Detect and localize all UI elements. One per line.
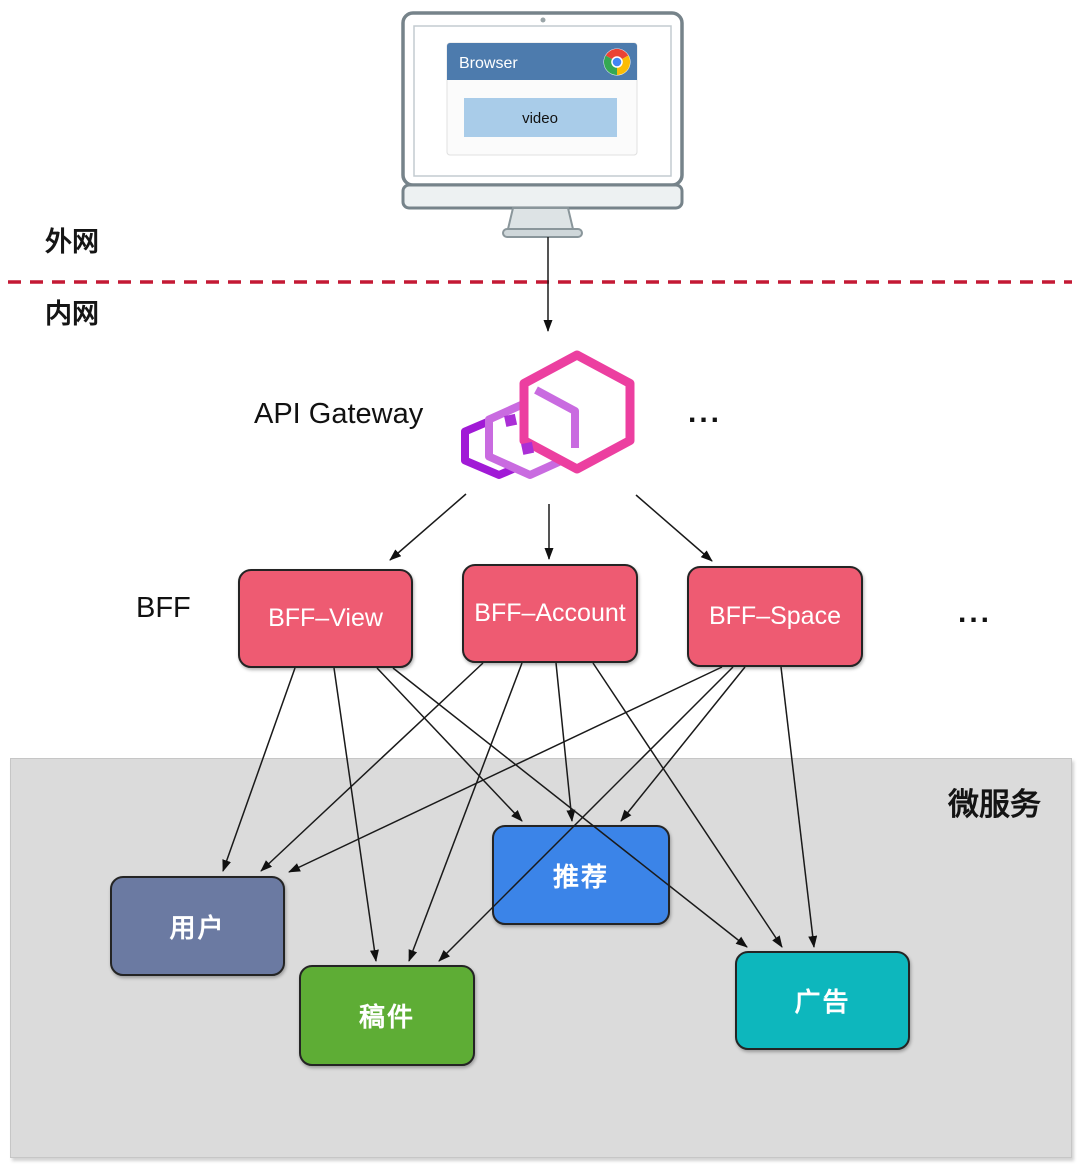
- node-bff-space: BFF–Space: [687, 566, 863, 667]
- node-user-label: 用户: [169, 912, 226, 943]
- monitor-stand-neck: [506, 207, 575, 230]
- browser-title: Browser: [459, 55, 518, 72]
- node-bff-view-label: BFF–View: [268, 604, 383, 632]
- monitor-illustration: Browser video: [401, 11, 684, 238]
- gateway-logo-fragment: [521, 441, 535, 455]
- node-submission-service: 稿件: [299, 965, 475, 1066]
- gateway-ellipsis: ...: [688, 396, 723, 429]
- browser-header-square-edge: [447, 70, 637, 80]
- internal-zone-label: 内网: [45, 299, 99, 329]
- node-bff-account: BFF–Account: [462, 564, 638, 663]
- monitor-camera-dot: [540, 17, 546, 23]
- node-bff-account-label: BFF–Account: [474, 599, 626, 627]
- microservices-group-label: 微服务: [948, 787, 1041, 822]
- node-recommend-service: 推荐: [492, 825, 670, 925]
- external-zone-label: 外网: [45, 227, 99, 257]
- gateway-logo-fragment: [504, 413, 518, 427]
- gateway-hexagon-inner-edge: [534, 386, 579, 448]
- bff-ellipsis: ...: [958, 596, 993, 629]
- chrome-icon: [603, 48, 631, 76]
- api-gateway-logo-icon: [461, 350, 635, 479]
- node-bff-space-label: BFF–Space: [708, 602, 841, 630]
- api-gateway-label: API Gateway: [254, 398, 424, 430]
- video-block: [464, 98, 617, 137]
- node-bff-view: BFF–View: [238, 569, 413, 668]
- node-user-service: 用户: [110, 876, 285, 976]
- browser-window: Browser video: [446, 42, 638, 156]
- node-ad-service: 广告: [735, 951, 910, 1050]
- node-submission-label: 稿件: [358, 1002, 415, 1032]
- video-label: video: [522, 110, 558, 127]
- monitor-chin: [401, 183, 684, 210]
- node-recommend-label: 推荐: [552, 861, 609, 892]
- node-ad-label: 广告: [794, 987, 851, 1017]
- monitor-stand-base: [502, 228, 583, 238]
- bff-group-label: BFF: [136, 592, 191, 624]
